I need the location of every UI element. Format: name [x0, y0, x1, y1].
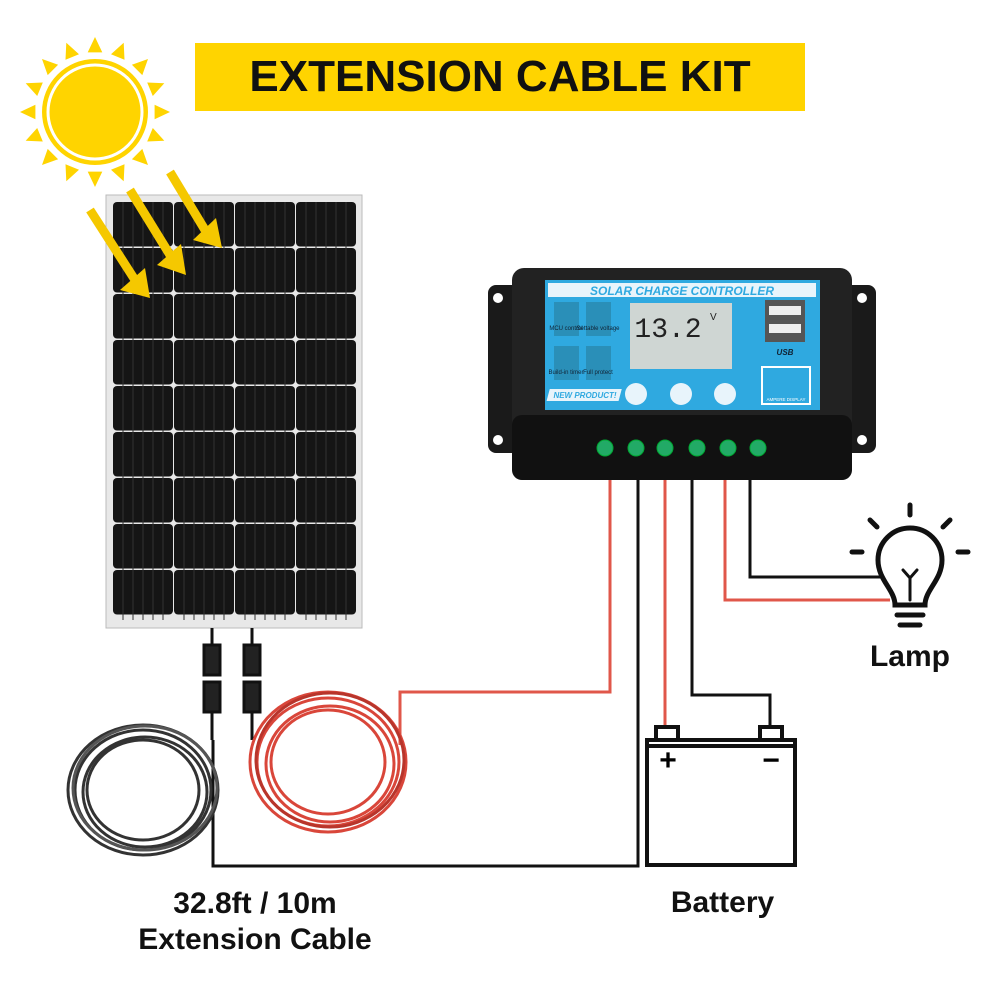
sun-ray	[65, 42, 79, 60]
solar-panel	[105, 194, 363, 629]
down-button	[714, 383, 736, 405]
sun-ray	[111, 164, 125, 182]
red-cable-coil	[248, 690, 408, 834]
solar-charge-controller: SOLAR CHARGE CONTROLLER 13.2 V MCU contr…	[488, 268, 876, 480]
sun-ray	[147, 82, 165, 96]
title-banner: EXTENSION CABLE KIT	[195, 43, 805, 111]
red-wire-pv	[398, 480, 612, 745]
cable-name: Extension Cable	[138, 923, 372, 956]
terminal-screw	[688, 439, 706, 457]
feature-voltage: Settable voltage	[576, 326, 620, 332]
feature-mcu: MCU control	[549, 326, 582, 332]
terminal-screw	[656, 439, 674, 457]
terminal-screw	[627, 439, 645, 457]
feature-timer: Build-in timer	[548, 370, 583, 376]
controller-header: SOLAR CHARGE CONTROLLER	[590, 284, 774, 298]
battery-minus: −	[762, 744, 780, 777]
title-text: EXTENSION CABLE KIT	[249, 52, 751, 101]
cable-label: 32.8ft / 10m Extension Cable	[90, 886, 420, 958]
lamp-label: Lamp	[869, 640, 950, 673]
battery-plus: +	[659, 744, 677, 777]
sun-ray	[147, 128, 165, 142]
usb-label: USB	[777, 348, 794, 357]
black-cable-coil	[66, 723, 220, 857]
sun-ray	[131, 59, 148, 76]
sunlight-arrows-icon	[86, 169, 222, 298]
menu-button	[625, 383, 647, 405]
black-wire-pv	[211, 480, 640, 868]
terminal-screw	[749, 439, 767, 457]
black-wire-lamp	[748, 480, 882, 579]
new-product-badge: NEW PRODUCT!	[553, 391, 616, 400]
sun-ray	[154, 104, 170, 120]
sun-ray	[87, 171, 103, 187]
sun-ray	[131, 148, 148, 165]
sun-ray	[42, 148, 59, 165]
feature-protect: Full protect	[583, 370, 613, 376]
sun-ray	[20, 104, 36, 120]
ampere-display-icon	[761, 366, 811, 405]
sun-ray	[87, 37, 103, 53]
lamp-icon	[849, 502, 971, 628]
display-value: 13.2	[634, 315, 701, 346]
terminal-screw	[719, 439, 737, 457]
red-wire-lamp	[723, 480, 890, 602]
battery-label: Battery	[670, 886, 775, 919]
sun-icon	[20, 37, 170, 187]
display-unit: V	[710, 312, 717, 323]
up-button	[670, 383, 692, 405]
battery-icon	[645, 725, 797, 867]
cable-length: 32.8ft / 10m	[173, 887, 337, 920]
black-wire-battery	[690, 480, 772, 727]
mc4-connectors	[202, 628, 262, 740]
sun-ray	[65, 164, 79, 182]
sun-ray	[111, 42, 125, 60]
sun-ray	[42, 59, 59, 76]
ampere-label: AMPERE DISPLAY	[767, 397, 806, 402]
sun-ray	[25, 128, 43, 142]
sun-ray	[25, 82, 43, 96]
terminal-screw	[596, 439, 614, 457]
